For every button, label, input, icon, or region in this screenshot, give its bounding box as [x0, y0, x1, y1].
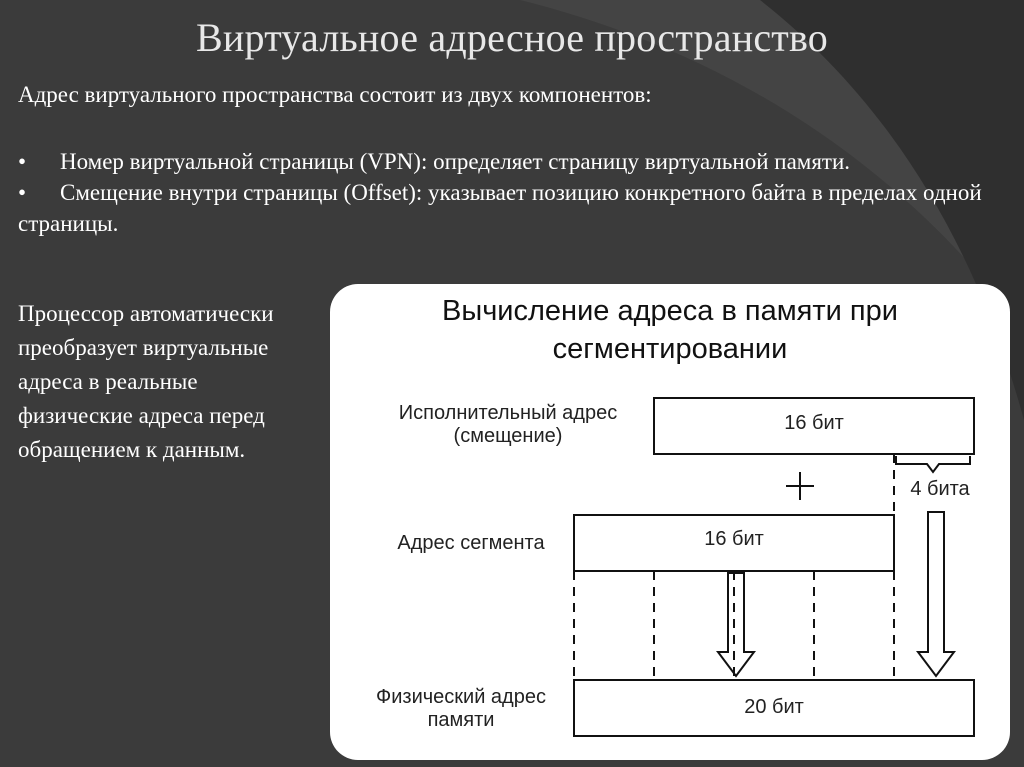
- segmentation-diagram: Вычисление адреса в памяти при сегментир…: [330, 284, 1010, 760]
- arrow-segment-down: [716, 572, 756, 678]
- bullet-text: Смещение внутри страницы (Offset): указы…: [18, 180, 982, 236]
- bullet-marker: •: [18, 180, 27, 205]
- bullet-list: • Номер виртуальной страницы (VPN): опред…: [18, 146, 1008, 239]
- offset-label: Исполнительный адрес (смещение): [398, 402, 618, 447]
- slide-title: Виртуальное адресное пространство: [196, 15, 828, 60]
- shift-bits-label: 4 бита: [910, 478, 970, 500]
- bullet-text: Номер виртуальной страницы (VPN): опреде…: [60, 149, 851, 174]
- offset-bits: 16 бит: [784, 412, 844, 434]
- bullet-marker: •: [18, 149, 27, 174]
- shift-brace: [895, 456, 971, 474]
- physical-label: Физический адрес памяти: [376, 686, 546, 731]
- intro-text: Адрес виртуального пространства состоит …: [18, 82, 652, 107]
- diagram-title: Вычисление адреса в памяти при сегментир…: [442, 295, 898, 365]
- bullet-item: •Смещение внутри страницы (Offset): указ…: [18, 177, 1008, 239]
- side-paragraph: Процессор автоматически преобразует вирт…: [18, 301, 274, 462]
- segment-bits: 16 бит: [704, 528, 764, 550]
- physical-bits: 20 бит: [744, 696, 804, 718]
- segment-label: Адрес сегмента: [397, 532, 545, 554]
- diagram-graphics: [573, 397, 975, 737]
- physical-register-box: [573, 679, 975, 737]
- offset-register-box: [653, 397, 975, 455]
- arrow-shift-down: [916, 511, 956, 678]
- bullet-item: • Номер виртуальной страницы (VPN): опред…: [18, 146, 1008, 177]
